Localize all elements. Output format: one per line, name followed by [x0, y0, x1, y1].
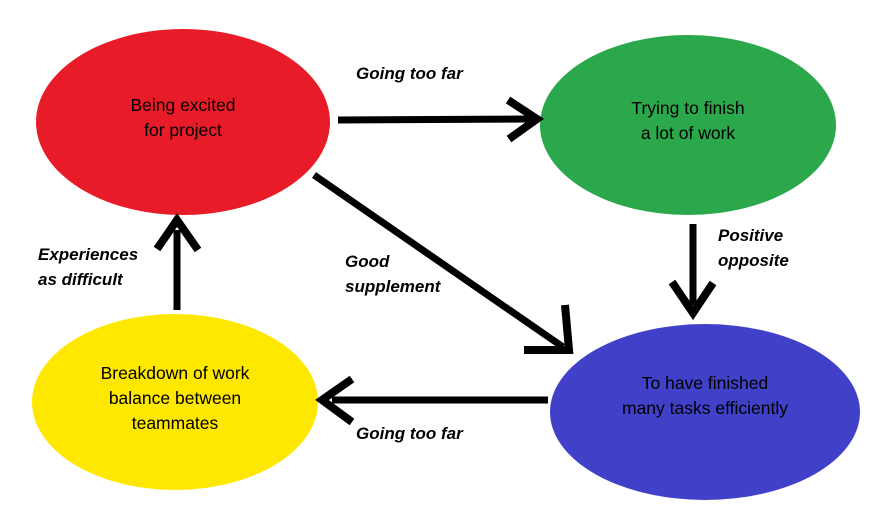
edge-label-going-too-far-top: Going too far — [356, 64, 463, 83]
node-excited[interactable] — [36, 29, 330, 215]
edge-label-positive-opposite: Positive opposite — [718, 226, 789, 270]
edge-finish-work-to-finished-tasks — [668, 224, 717, 321]
arrowhead-up-icon — [153, 212, 202, 253]
edge-excited-to-finish-work — [337, 96, 545, 143]
edge-excited-to-finished-tasks — [312, 172, 574, 354]
node-finish-work[interactable] — [540, 35, 836, 215]
node-breakdown[interactable] — [32, 314, 318, 490]
edge-breakdown-to-excited — [153, 212, 202, 310]
arrowhead-down-icon — [668, 279, 717, 321]
edge-line — [337, 115, 531, 124]
arrowhead-diagonal-icon — [524, 304, 574, 354]
arrowhead-left-icon — [315, 375, 355, 426]
edge-label-good-supplement: Good supplement — [345, 252, 441, 296]
edge-label-experiences-as-difficult: Experiences as difficult — [38, 245, 139, 289]
edge-line — [312, 172, 565, 350]
edge-finished-tasks-to-breakdown — [315, 375, 548, 426]
arrowhead-right-icon — [505, 96, 545, 143]
edge-label-going-too-far-bottom: Going too far — [356, 424, 463, 443]
node-finished-tasks[interactable] — [550, 324, 860, 500]
